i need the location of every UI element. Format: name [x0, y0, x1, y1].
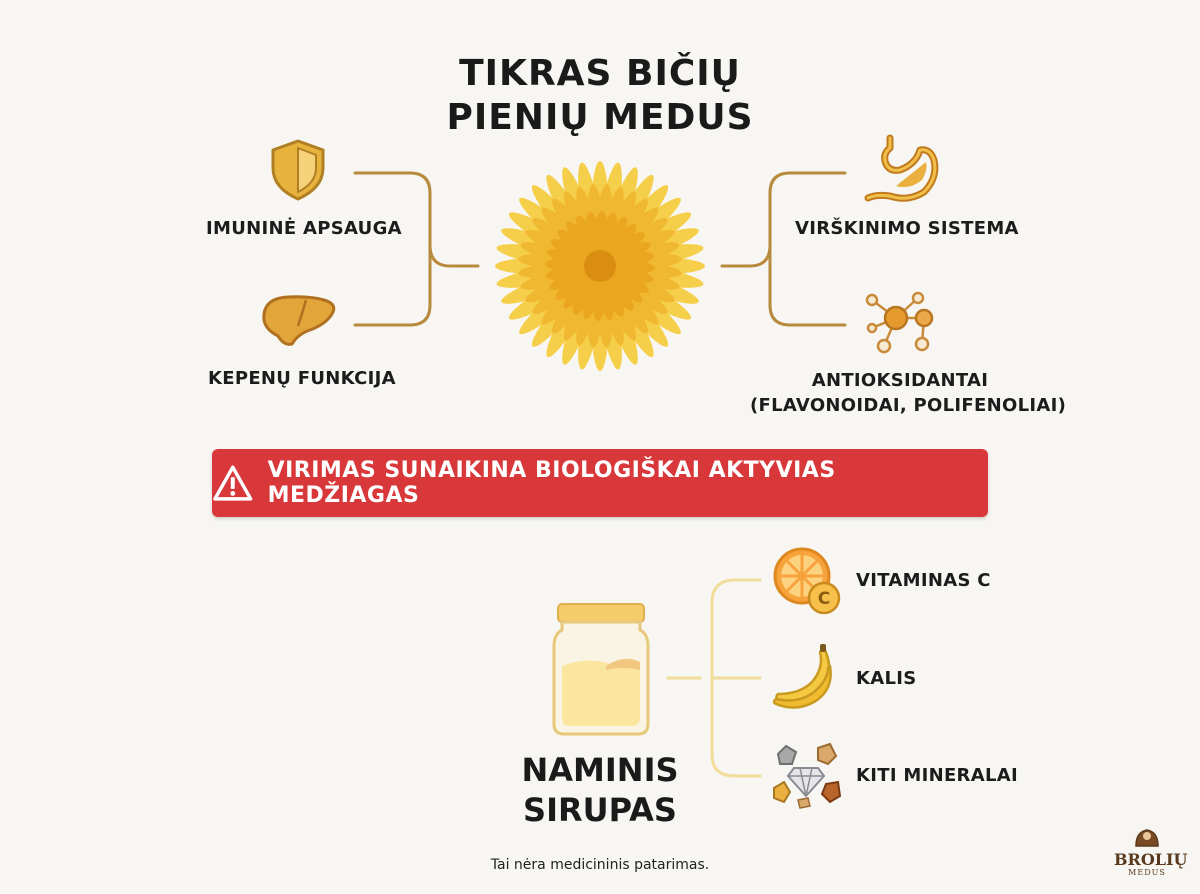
syrup-label: NAMINIS SIRUPAS	[500, 750, 700, 830]
orange-vitamin-c-icon: C	[773, 547, 841, 615]
warning-text: VIRIMAS SUNAIKINA BIOLOGIŠKAI AKTYVIAS M…	[267, 458, 836, 508]
stomach-icon	[864, 134, 939, 202]
label-minerals: KITI MINERALAI	[856, 765, 1018, 786]
warning-triangle-icon	[213, 465, 253, 501]
logo-sub: MEDUS	[1128, 868, 1166, 877]
flower-center	[584, 250, 616, 282]
label-digestion: VIRŠKINIMO SISTEMA	[795, 218, 1019, 239]
label-immune: IMUNINĖ APSAUGA	[206, 218, 402, 239]
page-title: TIKRAS BIČIŲ PIENIŲ MEDUS	[420, 52, 780, 140]
brand-logo: BROLIŲ MEDUS	[1114, 826, 1188, 877]
dandelion-flower-icon	[495, 161, 705, 371]
left-bracket	[353, 171, 480, 327]
title-line-2: PIENIŲ MEDUS	[446, 97, 754, 138]
liver-icon	[262, 295, 336, 346]
shield-icon	[271, 139, 325, 201]
label-antioxidants-line-2: (FLAVONOIDAI, POLIFENOLIAI)	[750, 395, 1067, 416]
right-bracket	[720, 171, 847, 327]
syrup-label-line-2: SIRUPAS	[523, 791, 677, 829]
label-antioxidants: ANTIOKSIDANTAI (FLAVONOIDAI, POLIFENOLIA…	[750, 370, 1067, 416]
banana-icon	[772, 644, 832, 709]
label-antioxidants-line-1: ANTIOKSIDANTAI	[811, 370, 989, 391]
syrup-bracket	[666, 578, 762, 778]
label-vitamin-c: VITAMINAS C	[856, 570, 991, 591]
disclaimer: Tai nėra medicininis patarimas.	[490, 857, 710, 873]
molecule-icon	[865, 291, 934, 354]
minerals-icon	[773, 742, 842, 809]
syrup-label-line-1: NAMINIS	[521, 751, 679, 789]
title-line-1: TIKRAS BIČIŲ	[459, 53, 741, 94]
logo-emblem-icon	[1135, 829, 1159, 847]
warning-banner: VIRIMAS SUNAIKINA BIOLOGIŠKAI AKTYVIAS M…	[212, 449, 988, 517]
label-potassium: KALIS	[856, 668, 917, 689]
syrup-jar-icon	[552, 603, 650, 736]
label-liver: KEPENŲ FUNKCIJA	[208, 368, 396, 389]
logo-name: BROLIŲ	[1114, 850, 1188, 869]
svg-text:C: C	[818, 589, 830, 609]
